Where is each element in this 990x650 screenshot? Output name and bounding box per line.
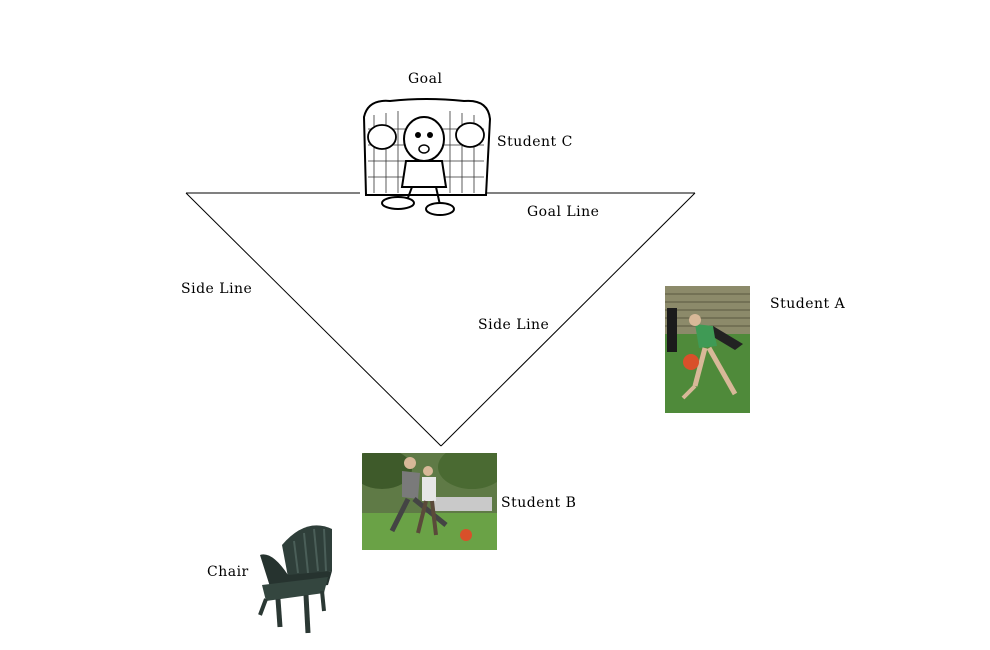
goal-line-label: Goal Line — [527, 204, 600, 220]
goalie-cartoon-icon — [360, 95, 492, 220]
chair-photo — [232, 515, 354, 640]
student-a-photo — [665, 286, 750, 413]
side-line-right-label: Side Line — [478, 317, 550, 333]
side-line-left — [185, 192, 442, 447]
student-b-photo — [362, 453, 497, 550]
side-line-left-label: Side Line — [181, 281, 253, 297]
student-c-label: Student C — [497, 134, 573, 150]
chair-label: Chair — [207, 564, 249, 580]
student-a-label: Student A — [770, 296, 846, 312]
student-b-label: Student B — [501, 495, 577, 511]
side-line-right — [440, 192, 696, 447]
goal-label: Goal — [408, 71, 443, 87]
